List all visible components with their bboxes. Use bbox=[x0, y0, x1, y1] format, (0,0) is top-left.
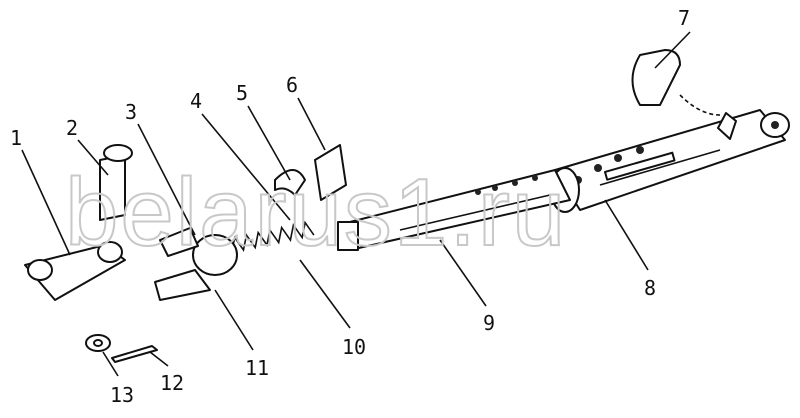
callout-10: 10 bbox=[342, 335, 366, 359]
part-6-bracket bbox=[314, 144, 347, 201]
callout-13: 13 bbox=[110, 383, 134, 407]
callout-2: 2 bbox=[66, 116, 78, 140]
callout-3: 3 bbox=[125, 100, 137, 124]
part-13-washer bbox=[85, 334, 111, 352]
part-7-clip bbox=[631, 49, 721, 116]
callout-labels: 1 2 3 4 5 6 7 8 9 10 11 12 13 bbox=[10, 6, 690, 407]
part-5-clamp bbox=[274, 169, 306, 196]
part-1-clevis bbox=[24, 241, 126, 301]
callout-4: 4 bbox=[190, 89, 202, 113]
leader-lines bbox=[21, 31, 691, 377]
callout-5: 5 bbox=[236, 81, 248, 105]
callout-7: 7 bbox=[678, 6, 690, 30]
callout-12: 12 bbox=[160, 371, 184, 395]
callout-9: 9 bbox=[483, 311, 495, 335]
part-12-cotter-pin bbox=[111, 345, 158, 363]
part-10-spring bbox=[219, 220, 315, 256]
callout-11: 11 bbox=[245, 356, 269, 380]
callout-1: 1 bbox=[10, 126, 22, 150]
watermark: belarus1.ru bbox=[65, 159, 567, 266]
callout-8: 8 bbox=[644, 276, 656, 300]
part-9-inner-tube bbox=[337, 169, 571, 251]
part-8-outer-tube bbox=[550, 109, 790, 213]
part-11-end-fork bbox=[154, 227, 238, 301]
part-2-pin bbox=[99, 144, 133, 221]
callout-6: 6 bbox=[286, 73, 298, 97]
